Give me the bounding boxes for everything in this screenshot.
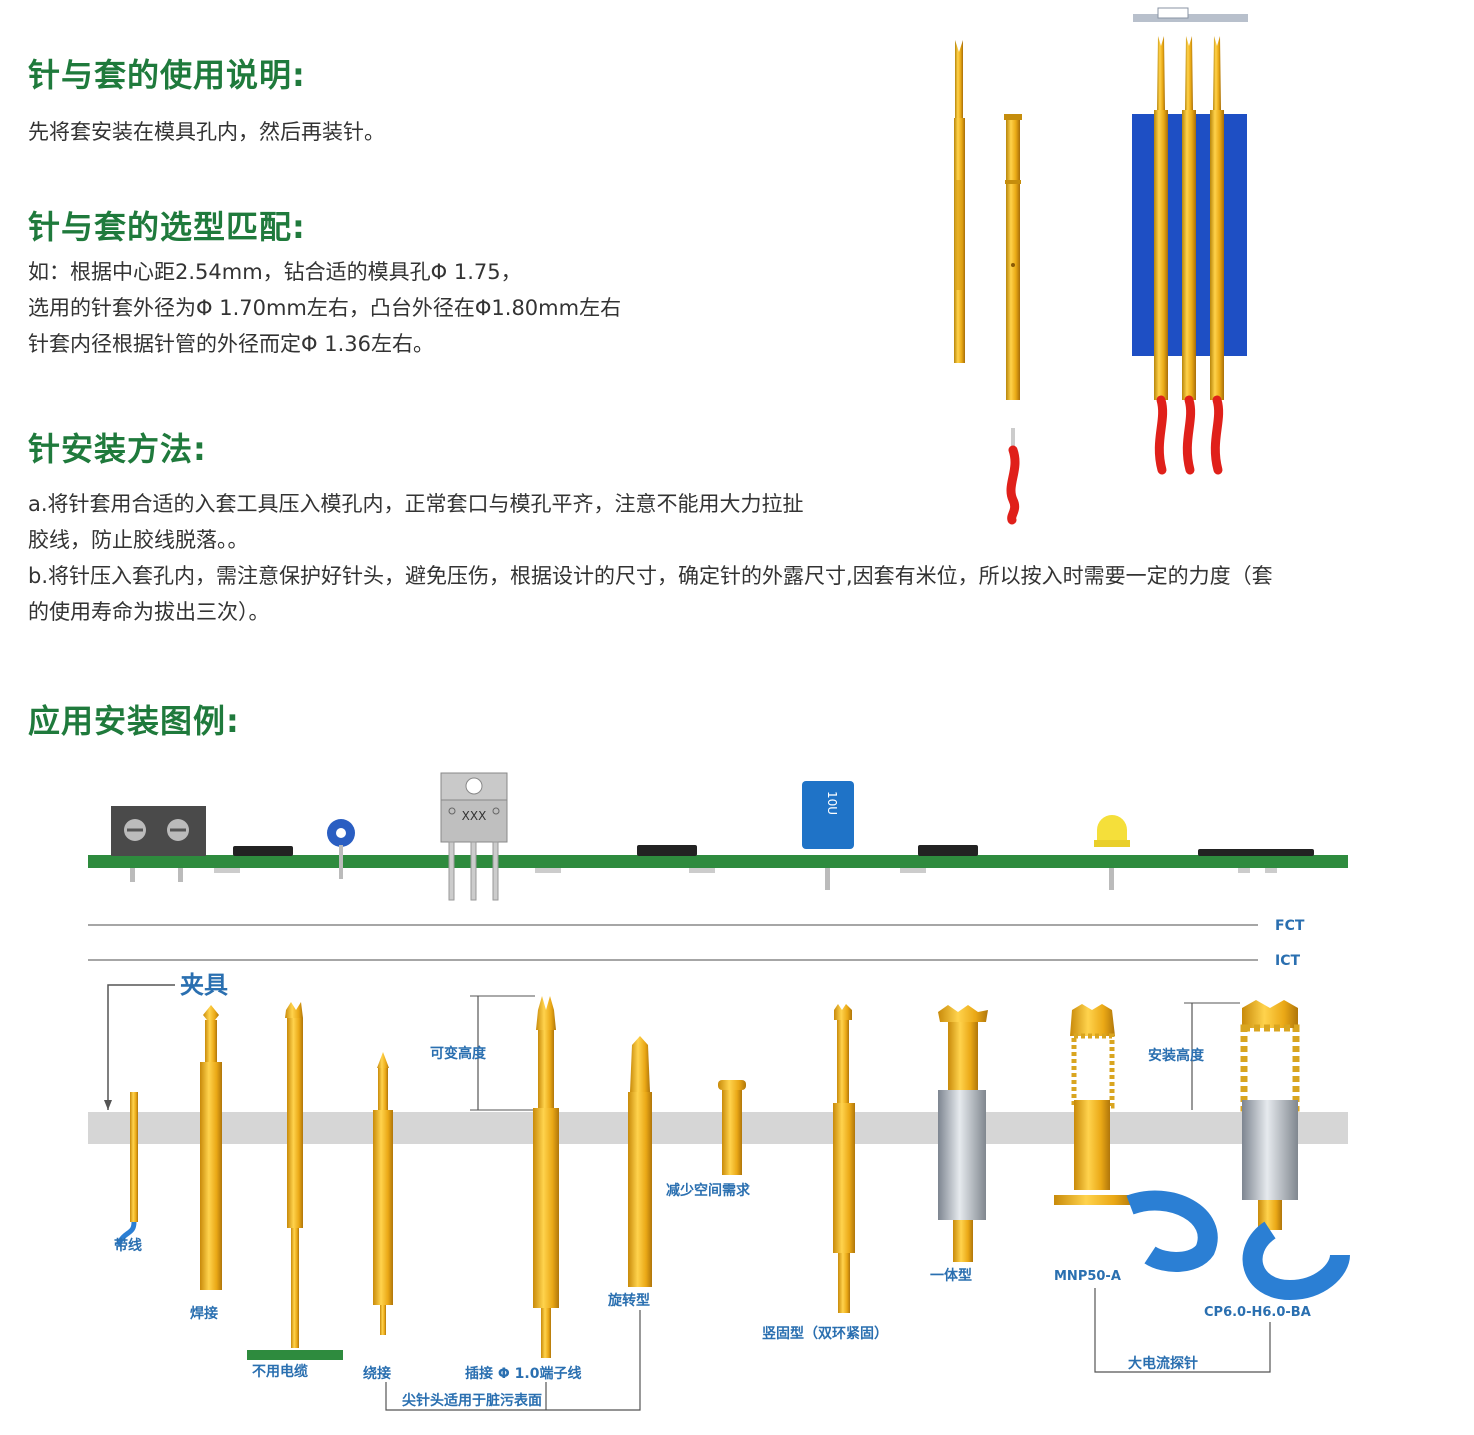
probe-double-ring-icon — [833, 1004, 855, 1313]
terminal-block-icon — [111, 806, 206, 882]
label-variable-height: 可变高度 — [430, 1045, 487, 1062]
usage-heading: 针与套的使用说明: — [28, 56, 306, 94]
install-heading: 针安装方法: — [28, 430, 207, 468]
label-wired: 带线 — [114, 1237, 142, 1254]
probe-cp-icon — [1240, 1000, 1350, 1301]
capacitor-marking: 10U — [825, 791, 839, 815]
needle-sleeve-illustration — [954, 7, 1248, 525]
label-integral: 一体型 — [930, 1267, 972, 1284]
label-double-ring: 竖固型（双环紧固） — [762, 1325, 888, 1342]
smd-chip-icon — [1198, 849, 1314, 856]
pcb-board: XXX 10U — [88, 772, 1348, 901]
label-soldered: 焊接 — [190, 1305, 218, 1322]
fct-label: FCT — [1275, 918, 1305, 934]
selection-line-1: 如：根据中心距2.54mm，钻合适的模具孔Φ 1.75， — [28, 260, 522, 284]
probe-soldered-icon — [200, 1005, 222, 1290]
label-plug-terminal: 插接 Φ 1.0端子线 — [465, 1365, 581, 1382]
needle-icon — [954, 40, 965, 363]
wire-icon — [1006, 428, 1020, 525]
label-dirty-surface: 尖针头适用于脏污表面 — [402, 1392, 542, 1409]
label-no-cable: 不用电缆 — [252, 1363, 308, 1380]
probe-mnp-icon — [1054, 1004, 1218, 1272]
selection-line-2: 选用的针套外径为Φ 1.70mm左右，凸台外径在Φ1.80mm左右 — [28, 296, 622, 320]
installed-block-icon — [1132, 7, 1248, 475]
sleeve-icon — [1004, 114, 1022, 400]
label-mnp: MNP50-A — [1054, 1269, 1121, 1284]
label-cp: CP6.0-H6.0-BA — [1204, 1305, 1311, 1320]
ict-label: ICT — [1275, 953, 1300, 969]
disc-capacitor-icon — [327, 819, 355, 879]
probe-plug-terminal-icon — [533, 996, 559, 1358]
smd-chip-icon — [918, 845, 978, 856]
label-install-height: 安装高度 — [1148, 1047, 1205, 1064]
transistor-icon: XXX — [440, 772, 508, 901]
label-rotary: 旋转型 — [607, 1292, 650, 1309]
led-icon — [1094, 815, 1130, 890]
fixture-plate — [88, 1112, 1348, 1144]
usage-text: 先将套安装在模具孔内，然后再装针。 — [28, 120, 385, 144]
label-wrapped: 绕接 — [363, 1365, 391, 1382]
fixture-label: 夹具 — [180, 971, 228, 999]
selection-line-3: 针套内径根据针管的外径而定Φ 1.36左右。 — [28, 332, 434, 356]
install-line-3: b.将针压入套孔内，需注意保护好针头，避免压伤，根据设计的尺寸，确定针的外露尺寸… — [28, 564, 1273, 588]
install-line-1: a.将针套用合适的入套工具压入模孔内，正常套口与模孔平齐，注意不能用大力拉扯 — [28, 492, 804, 516]
probe-wrapped-icon — [373, 1052, 393, 1335]
smd-chip-icon — [637, 845, 697, 856]
probe-short-icon — [718, 1080, 746, 1175]
label-high-current: 大电流探针 — [1128, 1355, 1198, 1372]
probe-wired-icon — [115, 1092, 138, 1247]
electrolytic-capacitor-icon: 10U — [802, 781, 854, 890]
ic-marking: XXX — [462, 809, 487, 823]
smd-chip-icon — [233, 846, 293, 856]
probe-rotary-icon — [628, 1036, 652, 1287]
application-heading: 应用安装图例: — [28, 702, 240, 740]
selection-heading: 针与套的选型匹配: — [28, 208, 306, 246]
install-line-4: 的使用寿命为拔出三次）。 — [28, 600, 270, 624]
probe-no-cable-icon — [247, 1002, 343, 1360]
probe-integral-icon — [938, 1005, 988, 1262]
install-line-2: 胶线，防止胶线脱落。。 — [28, 528, 249, 552]
label-reduce-space: 减少空间需求 — [666, 1182, 751, 1199]
